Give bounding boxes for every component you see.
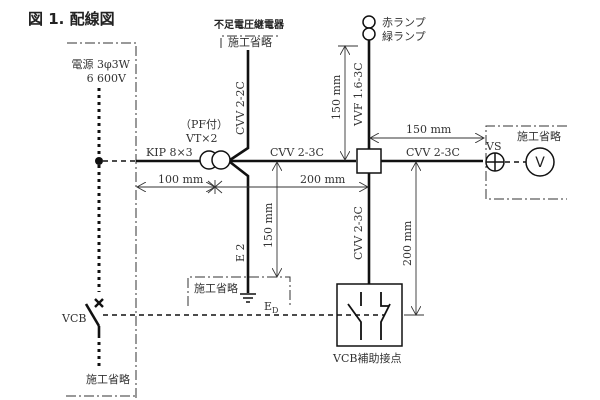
ground-wire: [229, 160, 250, 293]
cvv-right-label: CVV 2-3C: [406, 146, 460, 159]
relay-name-label: 不足電圧継電器: [214, 18, 285, 31]
vcb-x-mark: [94, 298, 104, 308]
vt-count-label: VT×2: [185, 132, 218, 145]
green-lamp-icon: [362, 27, 376, 41]
vcb-label: VCB: [61, 312, 86, 325]
ground-e-label: E: [264, 300, 272, 313]
voltmeter-label: V: [535, 155, 545, 171]
ground-omitted-label: 施工省略: [194, 281, 238, 295]
green-lamp-label: 緑ランプ: [382, 29, 426, 43]
main-bus-line: [84, 88, 101, 370]
dim-150-right-label: 150 mm: [406, 123, 452, 136]
vcb-omitted-label: 施工省略: [86, 372, 130, 386]
dim-150-ground-label: 150 mm: [262, 202, 275, 248]
red-lamp-icon: [362, 15, 376, 29]
right-omitted-label: 施工省略: [517, 129, 561, 143]
junction-dot: [95, 157, 103, 165]
dim-200-horizontal-label: 200 mm: [300, 173, 346, 186]
junction-box: [356, 148, 382, 174]
relay-omitted-label: 施工省略: [228, 35, 272, 49]
cvv-main-label: CVV 2-3C: [270, 146, 324, 159]
figure-title: 図 1. 配線図: [28, 10, 115, 28]
relay-omitted-boundary: [220, 35, 280, 48]
power-source-label: 電源 3φ3W: [71, 57, 130, 71]
red-lamp-label: 赤ランプ: [382, 16, 426, 29]
relay-cable-label: CVV 2-2C: [234, 81, 247, 135]
aux-contact-symbol: [347, 292, 391, 340]
vt-symbol: [199, 150, 231, 170]
ground-symbol: [240, 293, 256, 303]
cvv-aux-label: CVV 2-3C: [352, 206, 365, 260]
dim-100-label: 100 mm: [158, 173, 204, 186]
ground-subscript: D: [272, 306, 278, 315]
vs-label: VS: [485, 140, 501, 153]
vs-switch-icon: [485, 152, 505, 172]
vcb-aux-label: VCB補助接点: [332, 351, 401, 365]
power-source-boundary: [66, 42, 137, 398]
dim-200-vertical-label: 200 mm: [401, 220, 414, 266]
kip-cable-label: KIP 8×3: [146, 146, 193, 159]
relay-cable: [229, 50, 250, 162]
vvf-cable-label: VVF 1.6-3C: [352, 62, 365, 127]
ground-omitted-boundary: [187, 276, 291, 306]
vt-pf-label: （PF付）: [180, 118, 228, 131]
power-voltage-label: 6 600V: [87, 72, 127, 85]
vcb-switch-blade: [84, 303, 101, 327]
voltmeter-icon: [525, 147, 555, 177]
ground-cable-label: E 2: [234, 243, 247, 262]
dim-150-lamp-label: 150 mm: [330, 74, 343, 120]
